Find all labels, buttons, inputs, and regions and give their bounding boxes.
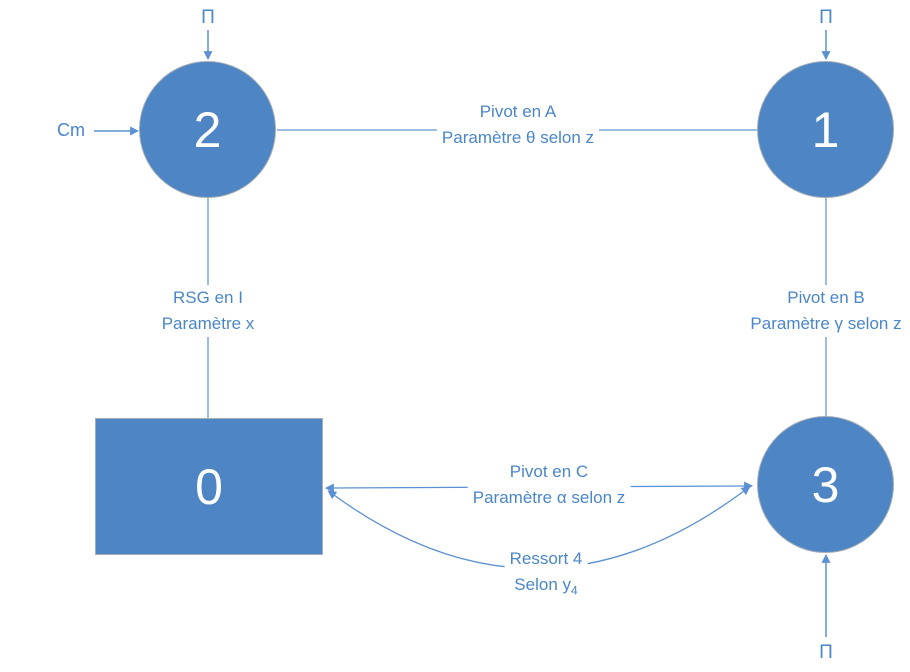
- pi-label-top-left: Π: [201, 7, 215, 28]
- edge-label-rsg-i: RSG en I Paramètre x: [156, 285, 260, 337]
- edge-label-line: Pivot en B: [787, 288, 865, 307]
- pi-label-top-right: Π: [819, 7, 833, 28]
- edge-label-line: RSG en I: [173, 288, 243, 307]
- edge-label-pivot-b: Pivot en B Paramètre γ selon z: [745, 285, 907, 337]
- edge-label-pivot-c: Pivot en C Paramètre α selon z: [467, 459, 631, 511]
- cm-label: Cm: [57, 120, 85, 140]
- pi-label-bottom: Π: [819, 642, 833, 663]
- edge-label-line: Ressort 4: [509, 549, 583, 568]
- node-circle-3: 3: [757, 416, 894, 553]
- edge-label-ressort-4: Ressort 4 Selon y4: [504, 546, 588, 604]
- node-circle-1: 1: [757, 61, 894, 198]
- node-label: 1: [811, 101, 840, 158]
- node-label: 0: [195, 458, 223, 515]
- node-rect-0: 0: [95, 418, 323, 555]
- node-label: 2: [193, 101, 222, 158]
- node-label: 3: [811, 456, 840, 513]
- edge-label-line: Paramètre γ selon z: [750, 314, 902, 333]
- subscript: 4: [571, 583, 578, 598]
- edge-label-line: Pivot en C: [509, 462, 589, 481]
- edge-label-text: Selon y: [514, 575, 571, 594]
- edge-label-line: Paramètre x: [161, 314, 255, 333]
- edge-label-pivot-a: Pivot en A Paramètre θ selon z: [436, 99, 600, 151]
- edge-label-line: Paramètre θ selon z: [441, 128, 595, 147]
- edge-label-line: Selon y4: [510, 572, 583, 603]
- node-circle-2: 2: [139, 61, 276, 198]
- edge-label-line: Pivot en A: [479, 102, 557, 121]
- edge-label-line: Paramètre α selon z: [472, 488, 626, 507]
